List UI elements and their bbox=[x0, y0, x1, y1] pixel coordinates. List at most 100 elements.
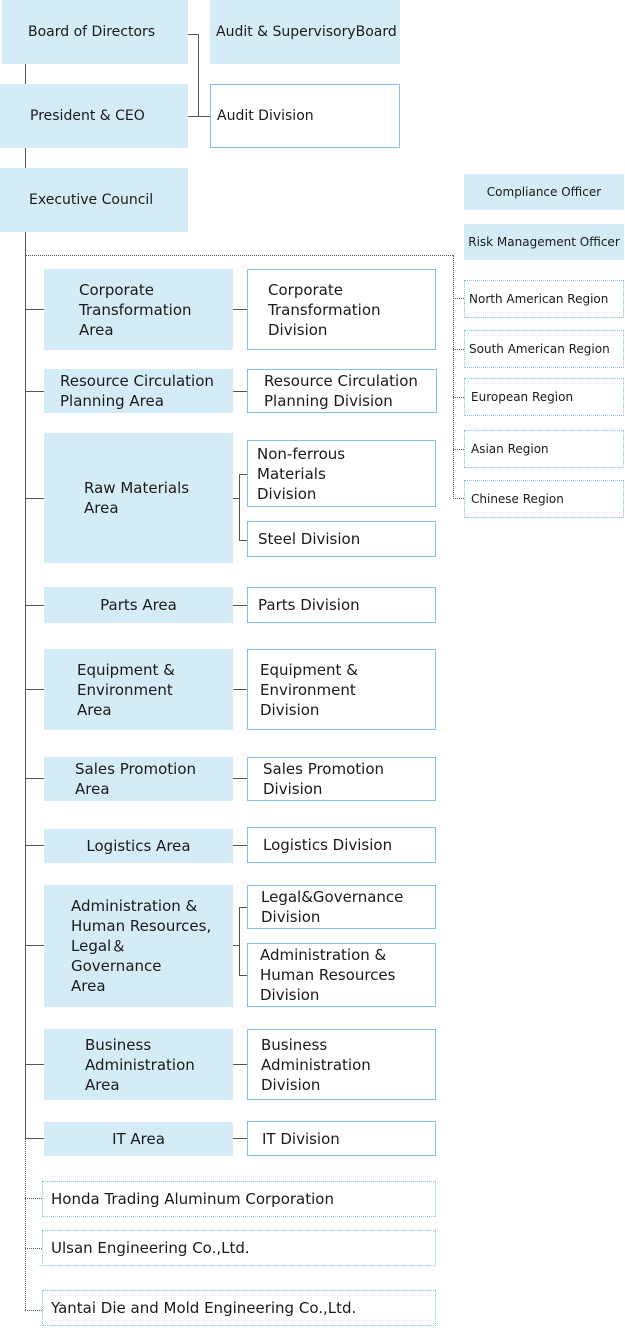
area-label: Administration & Human Resources, Legal＆… bbox=[71, 897, 212, 995]
division-box-steel: Steel Division bbox=[247, 521, 436, 557]
affiliate-box-honda-trading: Honda Trading Aluminum Corporation bbox=[42, 1181, 436, 1217]
area-label: Parts Area bbox=[100, 596, 177, 614]
area-box-equipment-environment: Equipment & Environment Area bbox=[44, 649, 233, 730]
connector-line bbox=[233, 945, 239, 946]
region-label: Chinese Region bbox=[471, 492, 564, 506]
connector-line bbox=[239, 474, 240, 540]
division-box-resource-circulation: Resource Circulation Planning Division bbox=[247, 369, 437, 413]
connector-line bbox=[25, 1138, 26, 1310]
connector-line bbox=[233, 498, 239, 499]
division-label: Steel Division bbox=[258, 530, 361, 548]
connector-line bbox=[25, 64, 26, 84]
connector-line bbox=[25, 1064, 44, 1065]
connector-line bbox=[25, 1138, 44, 1139]
division-label: Equipment & Environment Division bbox=[260, 660, 358, 719]
president-ceo-label: President & CEO bbox=[30, 108, 145, 124]
connector-line bbox=[25, 945, 44, 946]
affiliate-box-ulsan: Ulsan Engineering Co.,Ltd. bbox=[42, 1230, 436, 1266]
connector-line bbox=[233, 1064, 247, 1065]
area-box-corporate-transformation: Corporate Transformation Area bbox=[44, 269, 233, 350]
area-label: Raw Materials Area bbox=[84, 479, 190, 517]
division-box-legal-governance: Legal&Governance Division bbox=[247, 885, 436, 929]
area-box-parts: Parts Area bbox=[44, 587, 233, 623]
compliance-officer-box: Compliance Officer bbox=[464, 174, 624, 210]
connector-line bbox=[453, 349, 464, 350]
connector-line bbox=[25, 845, 44, 846]
board-of-directors-box: Board of Directors bbox=[2, 0, 188, 64]
area-box-business-administration: Business Administration Area bbox=[44, 1029, 233, 1100]
connector-line bbox=[25, 689, 44, 690]
area-label: Logistics Area bbox=[86, 837, 191, 855]
division-label: Sales Promotion Division bbox=[263, 760, 385, 798]
area-label: IT Area bbox=[112, 1130, 165, 1148]
audit-division-label: Audit Division bbox=[217, 108, 314, 124]
connector-line bbox=[25, 1310, 42, 1311]
connector-line bbox=[233, 1138, 247, 1139]
connector-line bbox=[233, 845, 247, 846]
division-label: Administration & Human Resources Divisio… bbox=[260, 946, 396, 1004]
affiliate-label: Yantai Die and Mold Engineering Co.,Ltd. bbox=[51, 1299, 357, 1317]
division-label: Parts Division bbox=[258, 596, 360, 614]
connector-line bbox=[239, 975, 247, 976]
connector-line bbox=[453, 397, 464, 398]
connector-line bbox=[188, 34, 198, 35]
area-box-it: IT Area bbox=[44, 1122, 233, 1156]
division-label: Resource Circulation Planning Division bbox=[264, 372, 418, 410]
division-label: Non-ferrous Materials Division bbox=[257, 444, 346, 503]
area-label: Sales Promotion Area bbox=[75, 760, 197, 798]
area-label: Resource Circulation Planning Area bbox=[60, 372, 214, 410]
region-label: South American Region bbox=[469, 342, 610, 356]
connector-line bbox=[233, 778, 247, 779]
region-box-south-american: South American Region bbox=[464, 330, 624, 368]
audit-supervisory-board-label: Audit & SupervisoryBoard bbox=[216, 24, 397, 40]
region-label: North American Region bbox=[469, 292, 609, 306]
connector-line bbox=[453, 298, 464, 299]
region-box-north-american: North American Region bbox=[464, 280, 624, 318]
audit-division-box: Audit Division bbox=[210, 84, 400, 148]
executive-council-box: Executive Council bbox=[0, 168, 188, 232]
area-label: Equipment & Environment Area bbox=[77, 660, 175, 719]
connector-line bbox=[233, 689, 247, 690]
connector-line bbox=[25, 1248, 42, 1249]
connector-line bbox=[239, 540, 247, 541]
connector-line bbox=[25, 232, 26, 1138]
region-box-chinese: Chinese Region bbox=[464, 480, 624, 518]
connector-line bbox=[25, 605, 44, 606]
area-label: Corporate Transformation Area bbox=[79, 280, 192, 339]
division-box-business-administration: Business Administration Division bbox=[247, 1029, 436, 1100]
compliance-officer-label: Compliance Officer bbox=[486, 185, 602, 199]
connector-line bbox=[239, 907, 240, 975]
division-label: Logistics Division bbox=[263, 836, 393, 854]
board-of-directors-label: Board of Directors bbox=[28, 24, 156, 40]
division-label: Legal&Governance Division bbox=[261, 888, 404, 926]
division-box-equipment-environment: Equipment & Environment Division bbox=[247, 649, 436, 730]
risk-management-officer-box: Risk Management Officer bbox=[464, 224, 624, 260]
area-box-raw-materials: Raw Materials Area bbox=[44, 433, 233, 563]
region-box-asian: Asian Region bbox=[464, 430, 624, 468]
affiliate-label: Honda Trading Aluminum Corporation bbox=[51, 1190, 334, 1208]
risk-management-officer-label: Risk Management Officer bbox=[468, 235, 620, 249]
audit-supervisory-board-box: Audit & SupervisoryBoard bbox=[210, 0, 400, 64]
division-box-administration-hr: Administration & Human Resources Divisio… bbox=[247, 943, 436, 1007]
connector-line bbox=[239, 474, 247, 475]
region-label: European Region bbox=[471, 390, 574, 404]
area-box-sales-promotion: Sales Promotion Area bbox=[44, 757, 233, 801]
connector-line bbox=[25, 1198, 42, 1199]
connector-line bbox=[25, 778, 44, 779]
division-box-parts: Parts Division bbox=[247, 587, 436, 623]
area-box-resource-circulation: Resource Circulation Planning Area bbox=[44, 369, 233, 413]
division-box-logistics: Logistics Division bbox=[247, 827, 436, 863]
connector-line bbox=[239, 907, 247, 908]
connector-line bbox=[25, 391, 44, 392]
connector-line bbox=[25, 148, 26, 168]
division-label: Corporate Transformation Division bbox=[268, 280, 381, 339]
connector-line bbox=[453, 449, 464, 450]
division-box-corporate-transformation: Corporate Transformation Division bbox=[247, 269, 436, 350]
connector-line bbox=[453, 255, 454, 499]
division-box-sales-promotion: Sales Promotion Division bbox=[247, 757, 436, 801]
affiliate-label: Ulsan Engineering Co.,Ltd. bbox=[51, 1239, 250, 1257]
connector-line bbox=[453, 498, 464, 499]
connector-line bbox=[25, 255, 453, 256]
connector-line bbox=[198, 34, 199, 116]
